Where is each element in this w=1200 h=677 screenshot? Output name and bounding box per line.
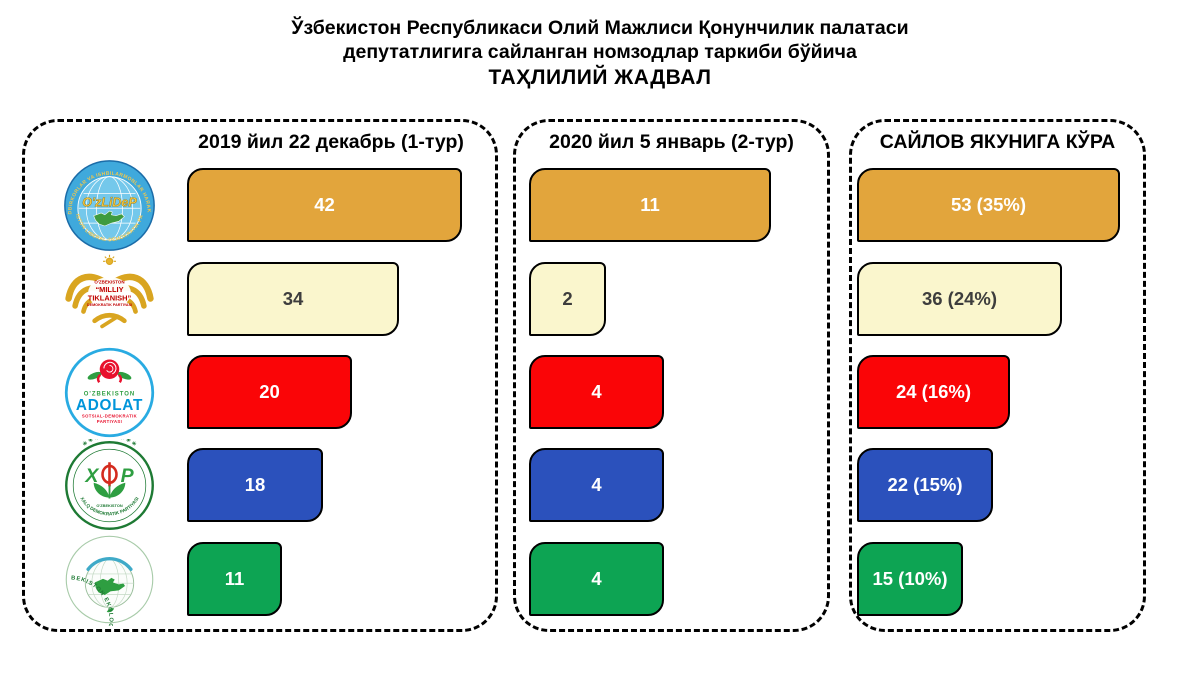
rose-icon <box>87 359 132 383</box>
milliy-line4: DEMOKRATIK PARTIYASI <box>87 303 132 307</box>
adolat-logo: O'ZBEKISTON ADOLAT SOTSIAL-DEMOKRATIK PA… <box>63 346 156 439</box>
bar-ekologik-total: 15 (10%) <box>857 542 963 616</box>
bar-value: 34 <box>282 288 304 309</box>
bar-adolat-round2: 4 <box>529 355 664 429</box>
bar-value: 24 (16%) <box>895 381 972 402</box>
bar-value: 2 <box>562 288 573 309</box>
adolat-line3: SOTSIAL-DEMOKRATIK <box>82 414 138 419</box>
bar-adolat-total: 24 (16%) <box>857 355 1010 429</box>
panel-total-header: САЙЛОВ ЯКУНИГА КЎРА <box>879 131 1116 153</box>
xdp-letter-x: X <box>84 465 99 487</box>
bar-ozlidep-round2: 11 <box>529 168 771 242</box>
bar-value: 4 <box>591 381 602 402</box>
bar-xdp-round2: 4 <box>529 448 664 522</box>
bar-value: 15 (10%) <box>872 568 948 589</box>
leaf-icon <box>106 608 115 613</box>
bar-value: 4 <box>591 568 602 589</box>
bar-adolat-round1: 20 <box>187 355 352 429</box>
bar-value: 11 <box>640 194 660 215</box>
xdp-letter-p: P <box>121 465 135 487</box>
bar-value: 18 <box>244 474 266 495</box>
bar-xdp-round1: 18 <box>187 448 323 522</box>
ozlidep-wordmark: O'zLiDeP <box>82 195 137 209</box>
bar-xdp-total: 22 (15%) <box>857 448 993 522</box>
bar-ozlidep-total: 53 (35%) <box>857 168 1120 242</box>
milliy-tiklanish-logo-icon: O'ZBEKISTON “MILLIY TIKLANISH” DEMOKRATI… <box>65 254 154 329</box>
ozlidep-logo: TADBIRKORLAR VA ISHBILARMONLAR HARAKATI … <box>63 159 156 252</box>
adolat-logo-icon: O'ZBEKISTON ADOLAT SOTSIAL-DEMOKRATIK PA… <box>64 347 155 438</box>
ekologik-logo-icon: O'ZBEKISTON EKOLOGIK PARTIYASI <box>63 533 154 626</box>
milliy-line2: “MILLIY <box>95 285 123 294</box>
bar-ekologik-round1: 11 <box>187 542 282 616</box>
bar-value: 42 <box>314 194 335 215</box>
title-line-2: депутатлигига сайланган номзодлар таркиб… <box>343 41 857 63</box>
adolat-wordmark: ADOLAT <box>76 397 143 414</box>
sprout-icon <box>93 482 126 499</box>
bar-value: 22 (15%) <box>887 474 963 495</box>
milliy-line3: TIKLANISH” <box>88 293 132 302</box>
adolat-line4: PARTIYASI <box>97 419 122 424</box>
xdp-line3: O'ZBEKISTON <box>96 503 123 508</box>
milliy-line1: O'ZBEKISTON <box>94 280 124 285</box>
bar-value: 4 <box>591 474 602 495</box>
panel-round2-header: 2020 йил 5 январь (2-тур) <box>549 131 794 153</box>
bar-ekologik-round2: 4 <box>529 542 664 616</box>
xdp-logo-icon: ✳ ✳ ✳ ✳ ✳ ✳ ✳ ✳ ✳ X P O'ZBEKISTON XALQ D… <box>65 439 154 530</box>
swoosh-icon <box>86 557 133 571</box>
milliy-tiklanish-logo: O'ZBEKISTON “MILLIY TIKLANISH” DEMOKRATI… <box>63 252 156 345</box>
xdp-letter-d-icon <box>101 462 118 487</box>
page-title: Ўзбекистон Республикаси Олий Мажлиси Қон… <box>0 16 1200 91</box>
ekologik-logo: O'ZBEKISTON EKOLOGIK PARTIYASI <box>63 533 156 626</box>
title-line-1: Ўзбекистон Республикаси Олий Мажлиси Қон… <box>291 17 909 39</box>
xdp-logo: ✳ ✳ ✳ ✳ ✳ ✳ ✳ ✳ ✳ X P O'ZBEKISTON XALQ D… <box>63 439 156 532</box>
bar-value: 53 (35%) <box>950 194 1027 215</box>
ozlidep-logo-icon: TADBIRKORLAR VA ISHBILARMONLAR HARAKATI … <box>63 159 155 251</box>
bar-ozlidep-round1: 42 <box>187 168 462 242</box>
adolat-line1: O'ZBEKISTON <box>84 391 135 397</box>
uzbekistan-map-icon <box>94 577 126 596</box>
bar-value: 20 <box>259 381 280 402</box>
bar-milliy-round1: 34 <box>187 262 399 336</box>
panel-round1-header: 2019 йил 22 декабрь (1-тур) <box>198 131 464 153</box>
bar-value: 36 (24%) <box>921 288 998 309</box>
bar-value: 11 <box>224 568 245 589</box>
bar-milliy-round2: 2 <box>529 262 606 336</box>
uzbekistan-map-icon <box>93 210 125 227</box>
sun-icon <box>102 254 117 266</box>
title-line-3: ТАҲЛИЛИЙ ЖАДВАЛ <box>488 66 712 89</box>
bar-milliy-total: 36 (24%) <box>857 262 1062 336</box>
